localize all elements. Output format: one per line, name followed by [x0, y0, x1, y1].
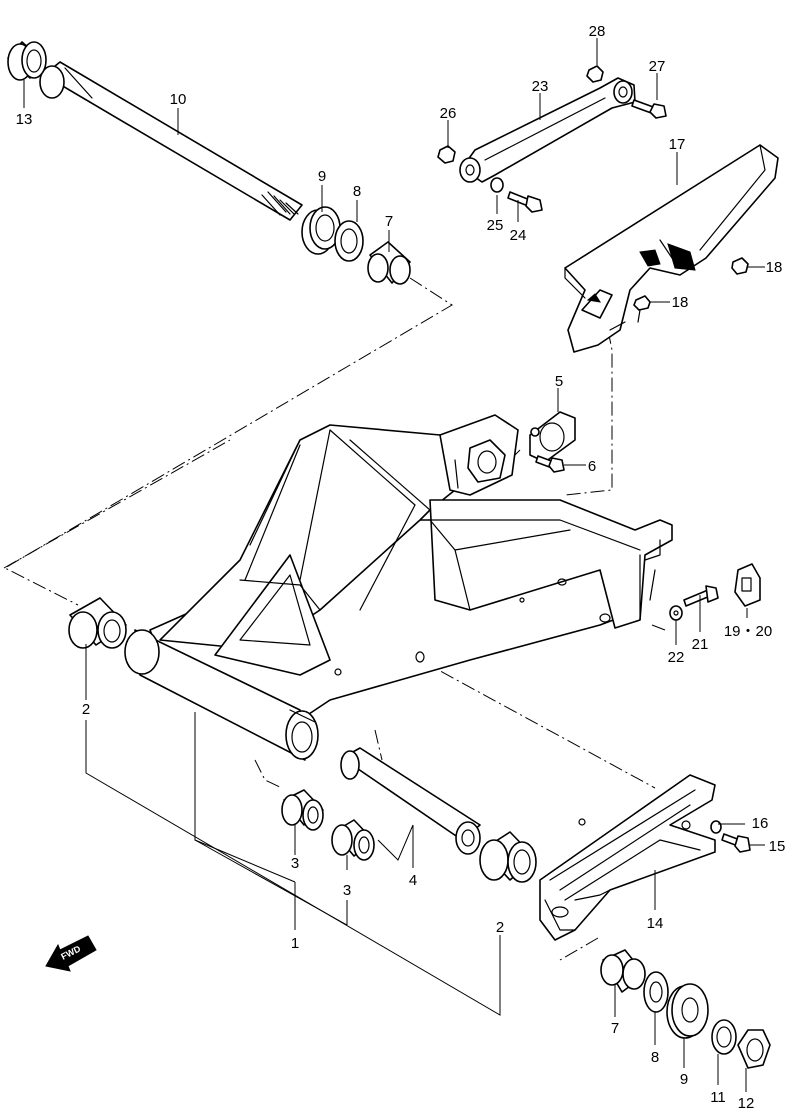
part-label-27: 27	[649, 58, 666, 75]
part-label-12: 12	[738, 1095, 755, 1112]
chain-guide-14	[539, 774, 716, 941]
part-label-19-20: 19・20	[724, 623, 772, 640]
part-label-16: 16	[752, 815, 769, 832]
fwd-arrow-icon: FWD	[45, 935, 97, 972]
part-label-3a: 3	[291, 855, 299, 872]
washer-16	[710, 820, 722, 834]
swingarm-body	[124, 414, 673, 761]
part-label-9a: 9	[318, 168, 326, 185]
part-label-8b: 8	[651, 1049, 659, 1066]
part-label-8a: 8	[353, 183, 361, 200]
part-label-4: 4	[409, 872, 417, 889]
screw-18-left	[633, 295, 651, 323]
bushing-2-lower	[479, 831, 537, 883]
washer-11	[711, 1019, 737, 1055]
assembly-lines	[3, 277, 666, 961]
bolt-21	[683, 585, 719, 607]
leader-lines	[23, 38, 765, 1092]
pivot-shaft-10	[39, 61, 303, 221]
part-number-labels: 13109872827232625241718185619・2021222161…	[16, 23, 785, 1112]
part-label-17: 17	[669, 136, 686, 153]
chain-cover-17	[564, 144, 779, 353]
shaft-4	[340, 747, 481, 855]
screw-18-right	[731, 257, 749, 275]
part-label-6: 6	[588, 458, 596, 475]
bushing-3-right	[331, 819, 375, 861]
nut-9-lower	[666, 983, 709, 1039]
washer-22	[669, 605, 683, 621]
part-label-2a: 2	[82, 701, 90, 718]
part-label-18b: 18	[672, 294, 689, 311]
nut-28	[586, 65, 604, 83]
part-label-11: 11	[710, 1089, 726, 1106]
adjuster-19-20	[734, 563, 761, 607]
part-label-23: 23	[532, 78, 549, 95]
bolt-15	[721, 833, 751, 853]
nut-9-upper	[301, 206, 341, 255]
part-label-26: 26	[440, 105, 457, 122]
bushing-3-left	[281, 789, 324, 831]
plate-5	[529, 411, 576, 463]
collar-7-upper	[367, 241, 411, 285]
cap-13	[7, 41, 47, 81]
part-label-3b: 3	[343, 882, 351, 899]
part-label-22: 22	[668, 649, 685, 666]
part-label-5: 5	[555, 373, 563, 390]
washer-25	[490, 177, 504, 193]
part-label-13: 13	[16, 111, 33, 128]
part-label-7b: 7	[611, 1020, 619, 1037]
washer-8-upper	[334, 220, 364, 262]
part-label-21: 21	[692, 636, 709, 653]
part-label-15: 15	[769, 838, 785, 855]
part-label-9b: 9	[680, 1071, 688, 1088]
part-label-2b: 2	[496, 919, 504, 936]
part-label-10: 10	[170, 91, 187, 108]
part-label-18a: 18	[766, 259, 783, 276]
part-label-28: 28	[589, 23, 606, 40]
part-label-24: 24	[510, 227, 527, 244]
collar-7-lower	[600, 949, 646, 993]
torque-link-23	[459, 77, 636, 183]
washer-8-lower	[643, 971, 669, 1013]
part-label-25: 25	[487, 217, 504, 234]
nut-26	[437, 145, 456, 164]
bolt-24	[507, 191, 543, 213]
nut-12	[737, 1029, 771, 1069]
bushing-2-upper	[68, 597, 127, 649]
part-label-14: 14	[647, 915, 664, 932]
part-label-7a: 7	[385, 213, 393, 230]
part-label-1: 1	[291, 935, 299, 952]
bolt-27	[631, 99, 667, 119]
bolt-6	[535, 455, 565, 473]
